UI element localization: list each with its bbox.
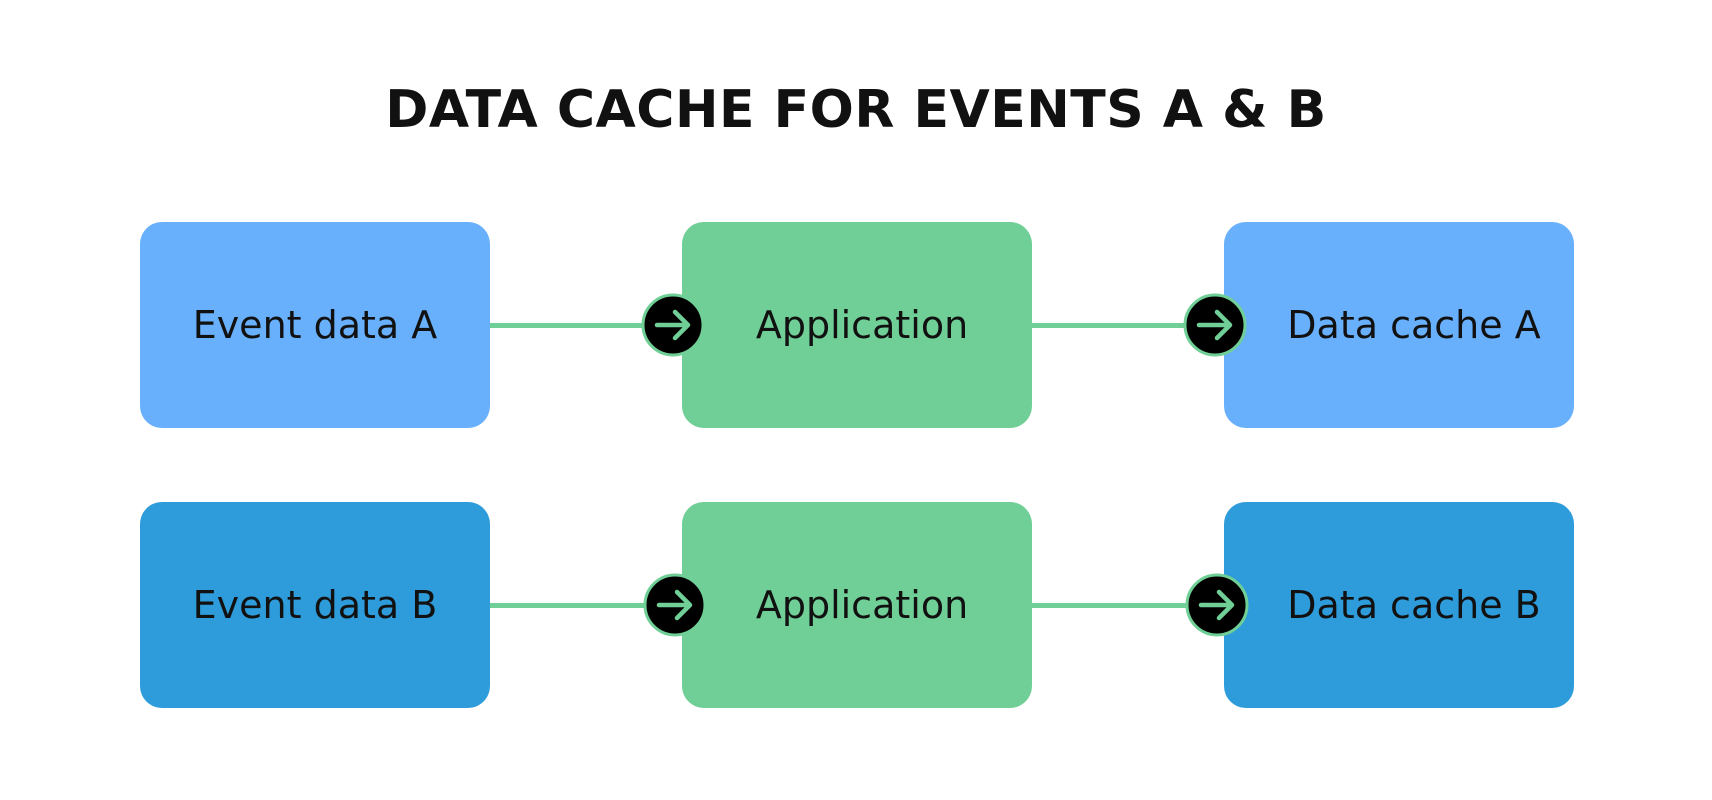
node-label: Application — [755, 303, 969, 347]
node-label: Event data A — [192, 303, 438, 347]
arrow-right-icon — [643, 573, 707, 637]
node-label: Data cache A — [1287, 303, 1541, 347]
data-cache-a-node: Data cache A — [1224, 222, 1574, 428]
node-label: Event data B — [192, 583, 438, 627]
application-node-a: Application — [682, 222, 1032, 428]
arrow-right-icon — [641, 293, 705, 357]
node-label: Data cache B — [1287, 583, 1541, 627]
event-data-b-node: Event data B — [140, 502, 490, 708]
diagram-title: DATA CACHE FOR EVENTS A & B — [385, 80, 1327, 140]
connector-event-a-to-application — [490, 323, 650, 328]
arrow-right-icon — [1183, 293, 1247, 357]
arrow-right-icon — [1185, 573, 1249, 637]
application-node-b: Application — [682, 502, 1032, 708]
node-label: Application — [755, 583, 969, 627]
connector-application-to-cache-a — [1032, 323, 1192, 328]
connector-application-to-cache-b — [1032, 603, 1192, 608]
data-cache-b-node: Data cache B — [1224, 502, 1574, 708]
connector-event-b-to-application — [490, 603, 650, 608]
event-data-a-node: Event data A — [140, 222, 490, 428]
